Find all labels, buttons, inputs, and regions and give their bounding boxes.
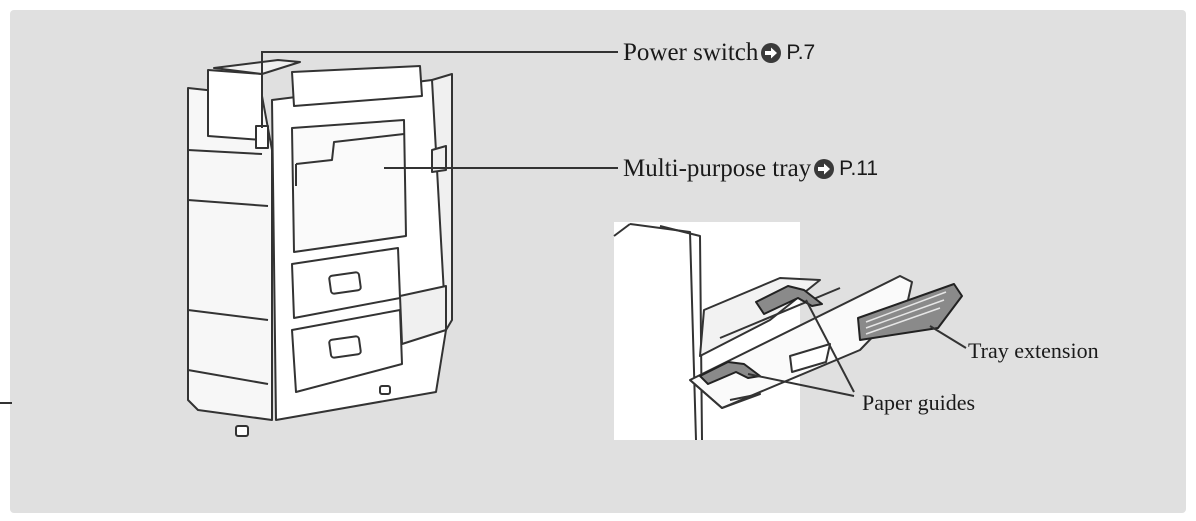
- power-switch-leader-line: [261, 51, 618, 128]
- multi-purpose-tray-page-ref[interactable]: P.11: [839, 157, 879, 180]
- power-switch-callout: Power switch P.7: [623, 40, 815, 65]
- tray-extension-label: Tray extension: [968, 338, 1099, 363]
- power-switch-page-ref[interactable]: P.7: [786, 41, 816, 64]
- tray-extension-leader-line: [929, 325, 967, 349]
- tray-detail-inset: [613, 222, 963, 441]
- multi-purpose-tray-callout: Multi-purpose tray P.11: [623, 156, 878, 181]
- power-switch-label: Power switch: [623, 39, 759, 66]
- paper-guide-upper: [755, 285, 823, 315]
- multi-purpose-tray-label: Multi-purpose tray: [623, 155, 812, 182]
- margin-tick: [0, 402, 12, 404]
- right-arrow-circle-icon[interactable]: [760, 42, 782, 64]
- right-arrow-circle-icon[interactable]: [813, 158, 835, 180]
- paper-guides-leader-lines: [747, 299, 855, 397]
- paper-guide-lower: [699, 361, 761, 385]
- paper-guides-label: Paper guides: [862, 390, 976, 415]
- printer-illustration: [187, 59, 453, 437]
